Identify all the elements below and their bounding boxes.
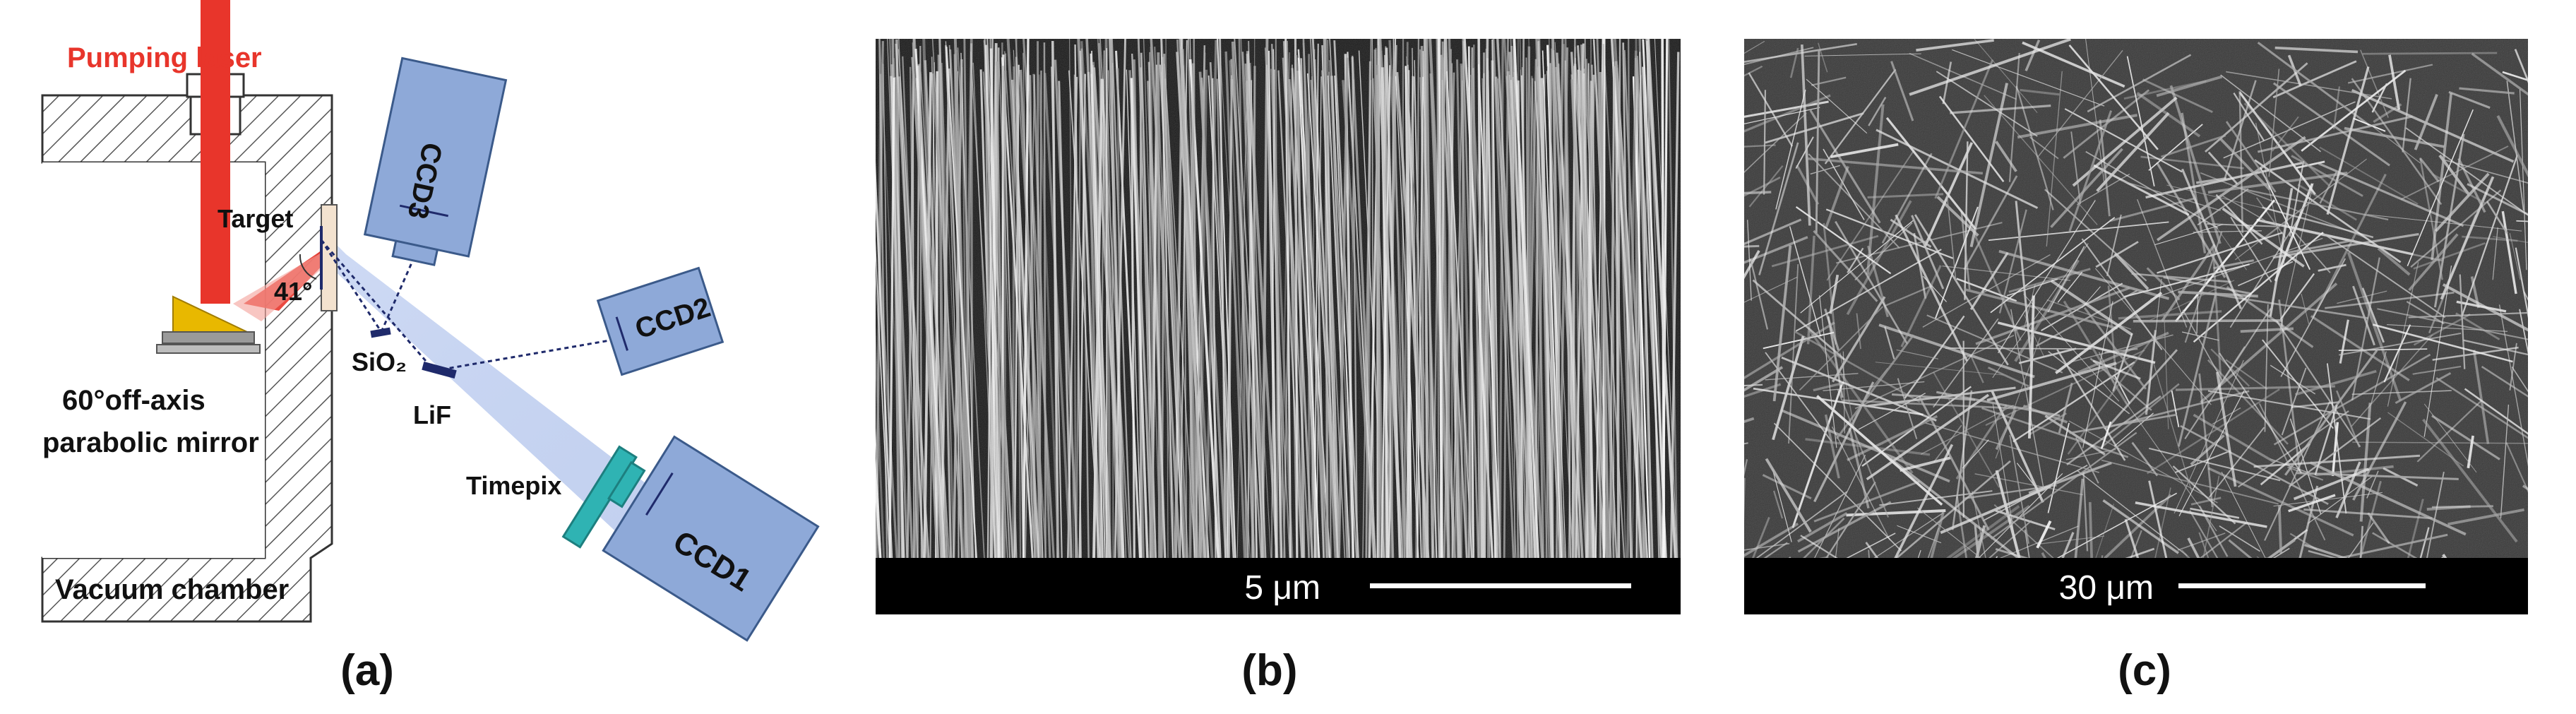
- panel-a-caption: (a): [340, 646, 394, 695]
- sio2-label: SiO₂: [352, 347, 407, 376]
- angle-arc: [299, 254, 317, 280]
- ccd3-camera: [363, 56, 508, 266]
- timepix-label: Timepix: [466, 471, 561, 500]
- xray-cone: [325, 233, 660, 537]
- nanowire: [2362, 52, 2498, 55]
- nanowire: [1043, 42, 1046, 558]
- nanowire: [2523, 291, 2528, 301]
- nanowire: [1150, 46, 1154, 558]
- nanowire: [1401, 39, 1405, 558]
- pumping-laser-label: Pumping laser: [67, 42, 262, 73]
- nanowire: [2522, 484, 2528, 491]
- scale-bar-b-label: 5 μm: [1244, 569, 1320, 607]
- panel-c-caption: (c): [2118, 646, 2171, 695]
- vacuum-chamber-label: Vacuum chamber: [55, 574, 289, 605]
- sem-c-scale-bar: 30 μm: [1744, 558, 2528, 614]
- scale-bar-b-line: [1370, 583, 1631, 588]
- nanowire: [1012, 66, 1015, 558]
- timepix-detector: [561, 445, 646, 549]
- sio2-crystal: [370, 327, 391, 338]
- lif-label: LiF: [413, 400, 451, 429]
- ccd1-camera: [602, 435, 820, 642]
- sem-b-scale-bar: 5 μm: [876, 558, 1681, 614]
- nanowire: [1157, 52, 1162, 558]
- nanowire: [2277, 505, 2283, 554]
- panel-a-setup-diagram: CCD3 CCD2 CCD1 Pumping laser Target 41° …: [41, 0, 820, 695]
- target-holder: [321, 204, 338, 311]
- nanowire: [2431, 505, 2493, 508]
- mirror-label-line2: parabolic mirror: [42, 427, 259, 458]
- nanowire: [865, 39, 876, 565]
- mirror-label-line1: 60°off-axis: [62, 385, 205, 416]
- angle-label: 41°: [274, 277, 312, 306]
- ccd2-camera: [596, 266, 724, 376]
- target-label: Target: [217, 204, 293, 233]
- panel-b-sem-image: 5 μm (b): [865, 39, 1681, 695]
- mirror-mount: [162, 331, 255, 344]
- scale-bar-c-label: 30 μm: [2059, 569, 2154, 607]
- pumping-laser-beam: [201, 0, 230, 304]
- panel-b-caption: (b): [1241, 646, 1297, 695]
- nanowire: [2088, 501, 2093, 558]
- nanowire: [1112, 63, 1114, 558]
- scale-bar-c-line: [2178, 583, 2426, 588]
- panel-c-sem-image: 30 μm (c): [1744, 39, 2528, 695]
- mirror-base: [156, 344, 261, 354]
- lif-crystal: [422, 361, 457, 379]
- nanowire: [1744, 477, 1746, 523]
